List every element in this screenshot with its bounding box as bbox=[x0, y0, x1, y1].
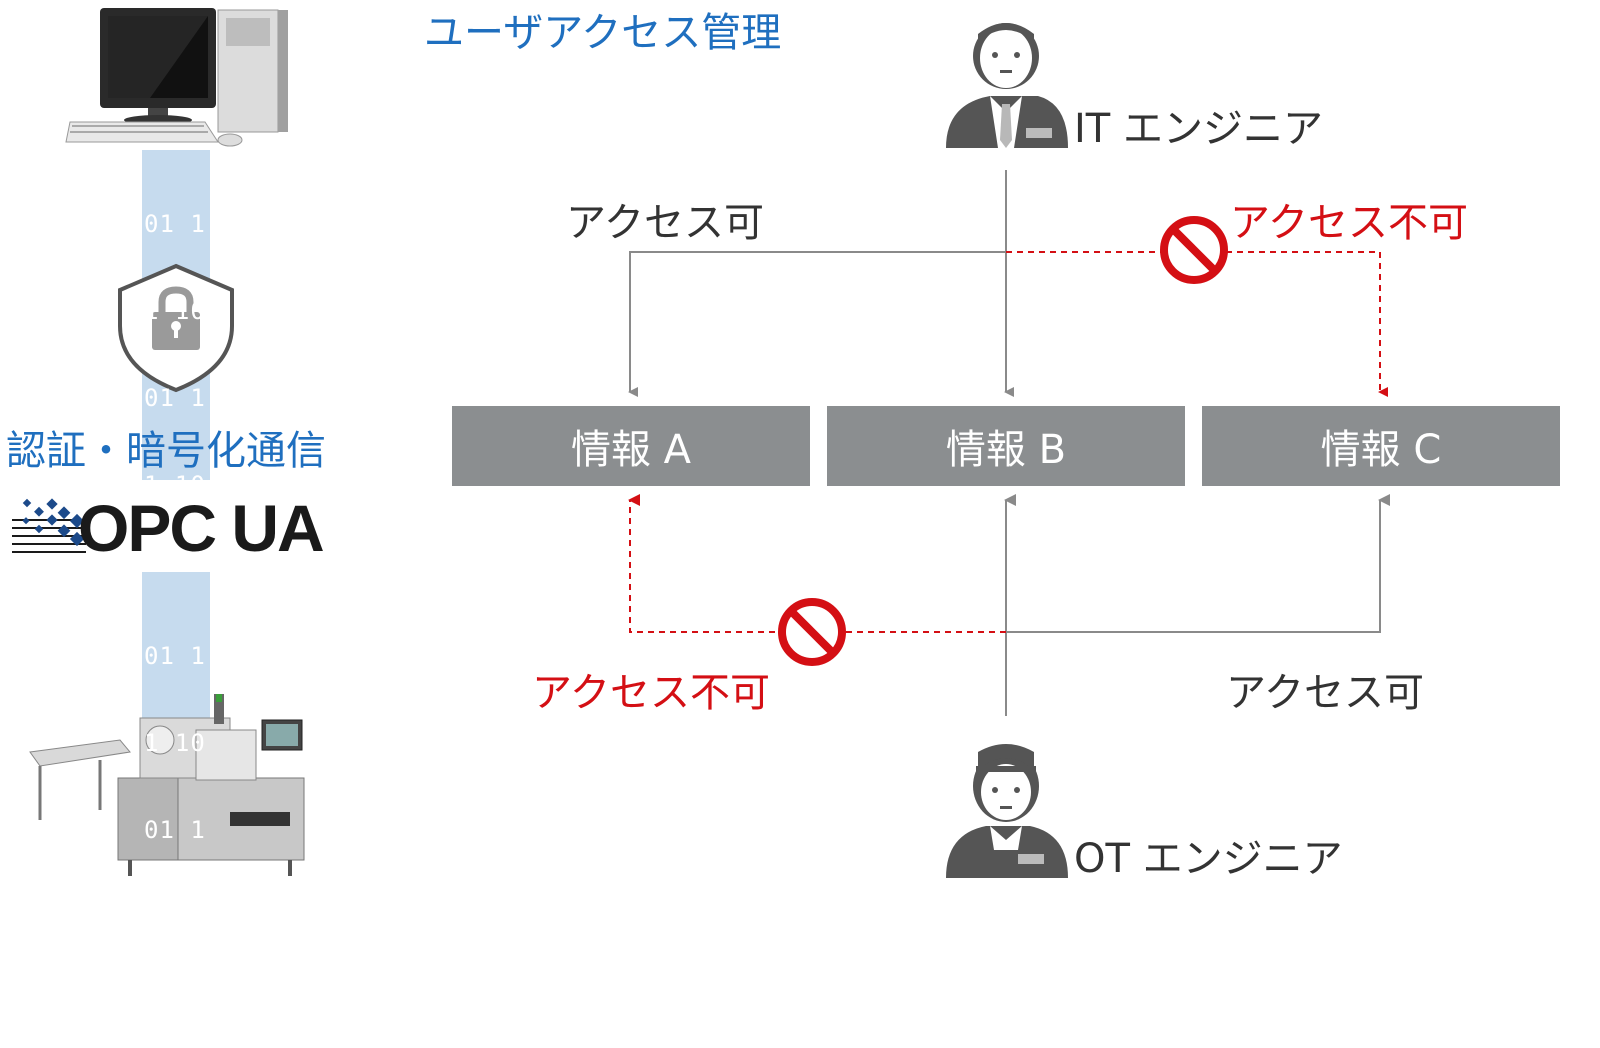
shield-lock-icon bbox=[118, 263, 234, 393]
ot-engineer-label: OT エンジニア bbox=[1074, 836, 1343, 882]
prohibited-icon bbox=[778, 598, 846, 666]
secure-communication-label: 認証・暗号化通信 bbox=[6, 428, 326, 474]
prohibited-icon bbox=[1160, 216, 1228, 284]
it-access-allowed-label: アクセス可 bbox=[566, 200, 764, 246]
it-to-c-line bbox=[1006, 251, 1388, 397]
info-box-c: 情報 C bbox=[1202, 406, 1560, 486]
packaging-machine-icon bbox=[29, 694, 305, 876]
info-box-label: 情報 C bbox=[1320, 427, 1442, 473]
desktop-computer-icon bbox=[65, 8, 288, 147]
ot-to-a-line bbox=[628, 494, 1006, 633]
page-title: ユーザアクセス管理 bbox=[424, 10, 782, 56]
ot-access-allowed-label: アクセス可 bbox=[1226, 670, 1424, 716]
ot-connections bbox=[628, 494, 1390, 716]
it-engineer-label: IT エンジニア bbox=[1074, 106, 1323, 152]
opc-logo-dots bbox=[22, 498, 85, 547]
opc-ua-logo-text: OPC UA bbox=[78, 491, 325, 565]
binary-line: 01 10 bbox=[144, 642, 206, 670]
it-access-denied-label: アクセス不可 bbox=[1230, 200, 1468, 246]
binary-line: 1 10 1 bbox=[144, 471, 206, 499]
binary-line: 01 10 bbox=[144, 210, 206, 238]
info-box-label: 情報 B bbox=[945, 427, 1067, 473]
binary-line: 1 10 1 bbox=[144, 297, 206, 325]
binary-line: 01 10 bbox=[144, 816, 206, 844]
binary-text-bottom: 01 10 1 10 1 01 10 1 10 1 01 10 bbox=[144, 584, 206, 1048]
info-box-label: 情報 A bbox=[570, 427, 692, 473]
info-box-b: 情報 B bbox=[827, 406, 1185, 486]
person-tie-icon bbox=[946, 23, 1068, 148]
ot-to-c-line bbox=[1006, 494, 1390, 633]
binary-line: 1 10 1 bbox=[144, 903, 206, 931]
info-box-a: 情報 A bbox=[452, 406, 810, 486]
binary-line: 01 10 bbox=[144, 990, 206, 1018]
it-to-a-line bbox=[628, 251, 1006, 397]
ot-access-denied-label: アクセス不可 bbox=[532, 670, 770, 716]
opc-ua-logo bbox=[12, 498, 86, 553]
binary-line: 01 10 bbox=[144, 384, 206, 412]
it-connections bbox=[628, 170, 1388, 397]
access-diagram bbox=[12, 8, 1390, 878]
binary-text-top: 01 10 1 10 1 01 10 1 10 1 bbox=[144, 152, 206, 529]
binary-line: 1 10 1 bbox=[144, 729, 206, 757]
person-cap-icon bbox=[946, 744, 1068, 878]
